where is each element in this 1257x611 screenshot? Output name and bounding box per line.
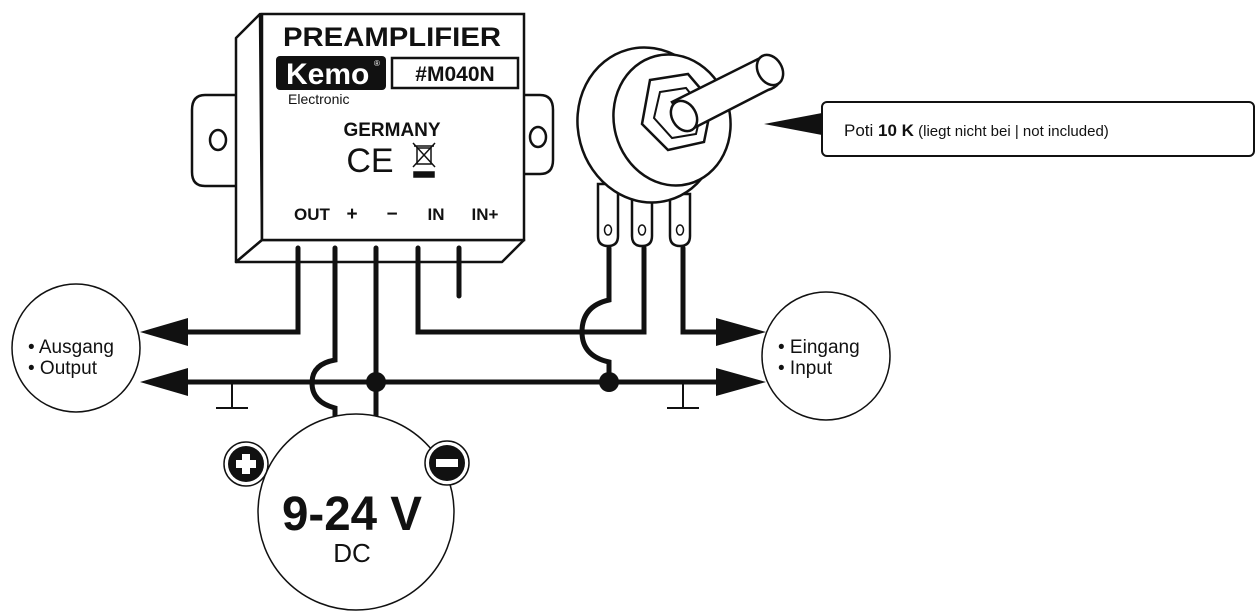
part-number-box <box>390 56 520 90</box>
module-front-face <box>260 12 526 242</box>
output-terminal: • Ausgang • Output <box>11 283 141 413</box>
registered-mark: ® <box>374 59 380 68</box>
arrow-to-input-signal <box>716 318 766 346</box>
callout-text: Poti 10 K (liegt nicht bei | not include… <box>844 121 1109 140</box>
country-label: GERMANY <box>343 120 440 141</box>
ce-mark: CE <box>346 142 393 180</box>
pin-label-in-plus: IN+ <box>472 205 499 224</box>
input-label-de: • Eingang <box>778 337 860 358</box>
pin-label-minus: − <box>386 204 397 225</box>
input-terminal: • Eingang • Input <box>761 291 891 421</box>
module-title: PREAMPLIFIER <box>283 22 501 52</box>
preamplifier-module: PREAMPLIFIER Kemo ® #M040N Electronic GE… <box>190 12 555 264</box>
junction-dot-power-minus <box>366 372 386 392</box>
output-label-de: • Ausgang <box>28 337 114 358</box>
weee-bin-icon <box>412 142 436 178</box>
arrow-to-output-signal <box>140 318 188 346</box>
module-side-face <box>234 12 264 264</box>
junction-dot-pot <box>599 372 619 392</box>
right-mounting-hole <box>528 125 548 149</box>
arrow-to-input-ground <box>716 368 766 396</box>
ground-symbols <box>216 382 699 409</box>
brand-badge <box>276 56 386 90</box>
callout-prefix: Poti <box>844 121 878 140</box>
pin-label-plus: + <box>346 204 357 225</box>
brand-name: Kemo <box>286 58 369 91</box>
left-mounting-hole <box>208 128 228 152</box>
power-voltage: 9-24 V <box>282 488 422 541</box>
potentiometer <box>576 46 785 248</box>
output-label-en: • Output <box>28 358 98 379</box>
brand-subtitle: Electronic <box>288 91 349 107</box>
power-supply: 9-24 V DC <box>257 413 455 611</box>
callout-pointer <box>764 113 822 135</box>
pin-label-out: OUT <box>294 205 331 224</box>
pin-label-in: IN <box>428 205 445 224</box>
part-number: #M040N <box>415 63 494 86</box>
module-bottom-face <box>234 238 526 264</box>
minus-icon <box>424 440 470 486</box>
callout-value: 10 K <box>878 121 915 140</box>
potentiometer-pins <box>596 182 692 248</box>
wires <box>147 245 743 443</box>
callout-note: (liegt nicht bei | not included) <box>914 123 1109 140</box>
arrowheads <box>140 318 766 452</box>
plus-icon <box>223 441 269 487</box>
arrow-to-output-ground <box>140 368 188 396</box>
input-label-en: • Input <box>778 358 833 379</box>
power-type: DC <box>333 538 371 568</box>
potentiometer-callout: Poti 10 K (liegt nicht bei | not include… <box>821 101 1255 157</box>
